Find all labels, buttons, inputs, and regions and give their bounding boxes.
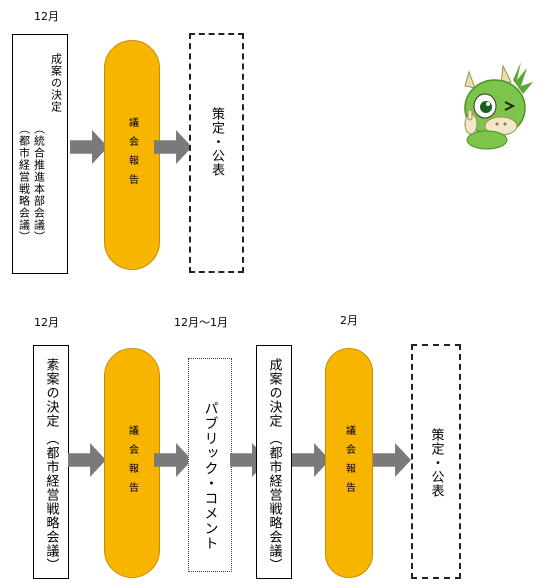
flow2-council-report-2-label: 議会報告 xyxy=(343,425,355,501)
flow2-final-decision-box: 成案の決定 （都市経営戦略会議） xyxy=(256,345,292,579)
flow2-period1-label: 12月 xyxy=(34,316,59,329)
flow1-publish-label: 策定・公表 xyxy=(209,107,224,177)
flow1-arrow-1 xyxy=(70,130,108,164)
flow2-council-report-1: 議会報告 xyxy=(104,348,160,578)
flow1-decision-box: 成案の決定 （統合推進本部会議） （都市経営戦略会議） xyxy=(12,34,68,274)
flow2-publish-box: 策定・公表 xyxy=(411,344,461,579)
flow2-draft-box: 素案の決定 （都市経営戦略会議） xyxy=(33,345,69,579)
flow2-council-report-1-label: 議会報告 xyxy=(126,425,138,501)
flow2-public-comment-box: パブリック・コメント xyxy=(188,358,232,572)
dragon-mascot-icon xyxy=(464,62,533,150)
flow1-decision-sub2: （都市経営戦略会議） xyxy=(17,123,31,243)
flow2-final-decision-sub: （都市経営戦略会議） xyxy=(266,432,282,572)
flow1-council-report: 議会報告 xyxy=(104,40,160,270)
flow2-arrow-5 xyxy=(373,443,411,477)
flow1-publish-box: 策定・公表 xyxy=(189,33,244,273)
flow2-final-decision-title: 成案の決定 xyxy=(266,358,282,428)
flow1-council-report-label: 議会報告 xyxy=(126,117,138,193)
flow1-decision-sub: （統合推進本部会議） xyxy=(32,123,46,243)
flow2-arrow-1 xyxy=(68,443,106,477)
flow2-draft-title: 素案の決定 xyxy=(43,358,59,428)
flow2-draft-sub: （都市経営戦略会議） xyxy=(43,432,59,572)
flow1-period-label: 12月 xyxy=(34,10,59,23)
flow2-publish-label: 策定・公表 xyxy=(428,428,444,498)
flow2-public-comment-label: パブリック・コメント xyxy=(202,401,219,551)
flow2-period3-label: 2月 xyxy=(340,314,358,327)
flow2-council-report-2: 議会報告 xyxy=(325,348,373,578)
flow1-decision-title: 成案の決定 xyxy=(49,53,63,113)
flow2-period2-label: 12月～1月 xyxy=(174,316,228,329)
